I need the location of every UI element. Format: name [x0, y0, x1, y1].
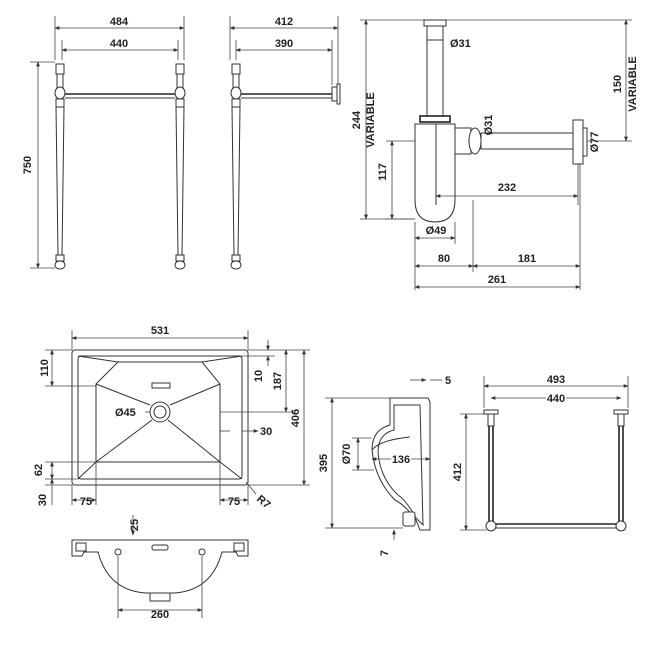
rail-depth-label: 412: [452, 463, 464, 481]
section-base-offset-label: 7: [379, 550, 391, 556]
trap-offset-b-label: 181: [518, 253, 536, 265]
trap-outlet-height-label: 117: [377, 163, 389, 181]
stand-inner-depth-label: 390: [275, 38, 293, 50]
stand-side-leg: [230, 63, 242, 270]
trap-top-diameter-label: Ø31: [450, 38, 471, 50]
trap-bottom-diameter-label: Ø49: [426, 225, 447, 237]
basin-rear-view: 25 260: [71, 515, 249, 621]
trap-overall-width-label: 261: [488, 274, 506, 286]
basin-fixing-width-label: 260: [151, 609, 169, 621]
basin-plan-view: 531 Ø45 110 10 187 406: [33, 325, 310, 511]
basin-depth-label: 406: [290, 409, 302, 427]
basin-right-offset-label: 30: [260, 426, 272, 438]
trap-wall-variable-label: 150: [612, 75, 624, 93]
basin-corner-radius-label: R7: [254, 493, 272, 511]
towel-rail-view: 493 440 412: [452, 374, 629, 532]
rail-inner-width-label: 440: [547, 393, 565, 405]
section-rim-offset-label: 5: [445, 375, 451, 387]
trap-height-note: VARIABLE: [365, 92, 377, 147]
trap-offset-a-label: 80: [438, 253, 450, 265]
trap-height-label: 244: [351, 110, 363, 129]
trap-flange-diameter-label: Ø77: [589, 132, 601, 153]
basin-bowl-depth-label: 187: [272, 372, 284, 390]
section-height-label: 395: [318, 454, 330, 472]
basin-front-62-label: 62: [33, 464, 45, 476]
stand-side-view: 412 390: [229, 16, 341, 270]
basin-rear-top-offset-label: 25: [129, 519, 141, 531]
stand-height-label: 750: [22, 156, 34, 174]
stand-front-view: 484 440 750: [22, 16, 186, 270]
basin-rim-top-label: 10: [253, 370, 265, 382]
basin-left-75-label: 75: [80, 496, 92, 508]
section-waste-diameter-label: Ø70: [341, 444, 353, 465]
stand-inner-width-label: 440: [110, 38, 128, 50]
bottle-trap-view: Ø31 Ø31 Ø77 244 VARIABLE 117 150 VARIABL…: [351, 19, 639, 290]
basin-back-margin-label: 110: [39, 359, 51, 377]
basin-right-75-label: 75: [228, 496, 240, 508]
stand-width-label: 484: [110, 16, 129, 28]
trap-wall-variable-note: VARIABLE: [627, 56, 639, 111]
basin-front-30-label: 30: [37, 494, 49, 506]
basin-section-view: 5 395 Ø70 136 7: [318, 375, 451, 556]
rail-width-label: 493: [547, 374, 565, 386]
trap-outlet-diameter-label: Ø31: [483, 115, 495, 136]
stand-left-leg: [54, 63, 66, 270]
trap-reach-label: 232: [498, 182, 516, 194]
basin-waste-diameter-label: Ø45: [115, 407, 136, 419]
stand-depth-label: 412: [275, 16, 293, 28]
stand-right-leg: [174, 63, 186, 270]
section-depth-label: 136: [392, 454, 410, 466]
basin-width-label: 531: [151, 325, 169, 337]
